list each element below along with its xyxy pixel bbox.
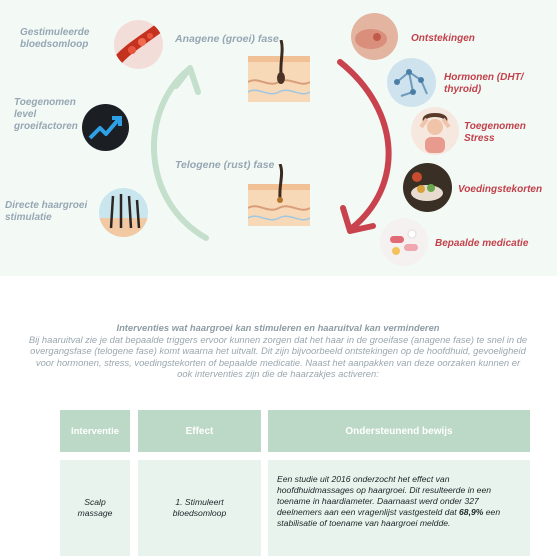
trigger-label-hormones: Hormonen (DHT/ thyroid) xyxy=(444,72,524,95)
hair-follicle-icon xyxy=(99,188,148,237)
booster-label-stimulation: Directe haargroei stimulatie xyxy=(5,200,88,223)
anagen-hair-icon xyxy=(248,40,310,102)
table-header-effect: Effect xyxy=(138,410,261,452)
trigger-label-stress: Toegenomen Stress xyxy=(464,121,526,144)
intervention-text: Scalp massage xyxy=(77,497,113,518)
growth-arrow-icon xyxy=(82,104,129,151)
table-cell-intervention: Scalp massage xyxy=(60,460,130,556)
evidence-stat: 68,9% xyxy=(459,507,484,517)
hormone-molecule-icon xyxy=(387,58,436,107)
intro-heading: Interventies wat haargroei kan stimulere… xyxy=(116,322,440,333)
table-cell-effect: 1. Stimuleert bloedsomloop xyxy=(138,460,261,556)
red-arrow xyxy=(337,59,392,231)
telogen-hair-icon xyxy=(248,164,310,226)
intro-block: Interventies wat haargroei kan stimulere… xyxy=(28,322,528,380)
trigger-label-medication: Bepaalde medicatie xyxy=(435,238,529,249)
stressed-person-icon xyxy=(411,107,459,155)
evidence-text: Een studie uit 2016 onderzocht het effec… xyxy=(277,474,517,529)
trigger-label-nutrition: Voedingstekorten xyxy=(458,184,543,195)
red-arrow-head xyxy=(340,205,376,234)
green-arrow-head xyxy=(173,65,201,95)
cycle-arrows xyxy=(151,59,392,241)
booster-label-growthfactors: Toegenomen level groeifactoren xyxy=(14,97,78,132)
blood-cells-icon xyxy=(114,20,163,69)
table-header-intervention: Interventie xyxy=(60,410,130,452)
effect-text: 1. Stimuleert bloedsomloop xyxy=(172,497,227,518)
evidence-text-end: een stabilisatie of toename van haargroe… xyxy=(277,507,501,528)
booster-label-bloodflow: Gestimuleerde bloedsomloop xyxy=(20,27,90,50)
table-cell-evidence: Een studie uit 2016 onderzocht het effec… xyxy=(268,460,530,556)
anagen-label: Anagene (groei) fase xyxy=(175,33,279,45)
green-arrow xyxy=(151,67,209,241)
food-bowl-icon xyxy=(403,163,452,212)
evidence-text-start: Een studie uit 2016 onderzocht het effec… xyxy=(277,474,492,517)
trigger-label-inflammation: Ontstekingen xyxy=(411,33,475,44)
telogen-label: Telogene (rust) fase xyxy=(175,159,275,171)
intro-body: Bij haaruitval zie je dat bepaalde trigg… xyxy=(28,333,528,380)
table-header-evidence: Ondersteunend bewijs xyxy=(268,410,530,452)
inflamed-scalp-icon xyxy=(351,13,398,60)
pills-icon xyxy=(380,218,428,266)
